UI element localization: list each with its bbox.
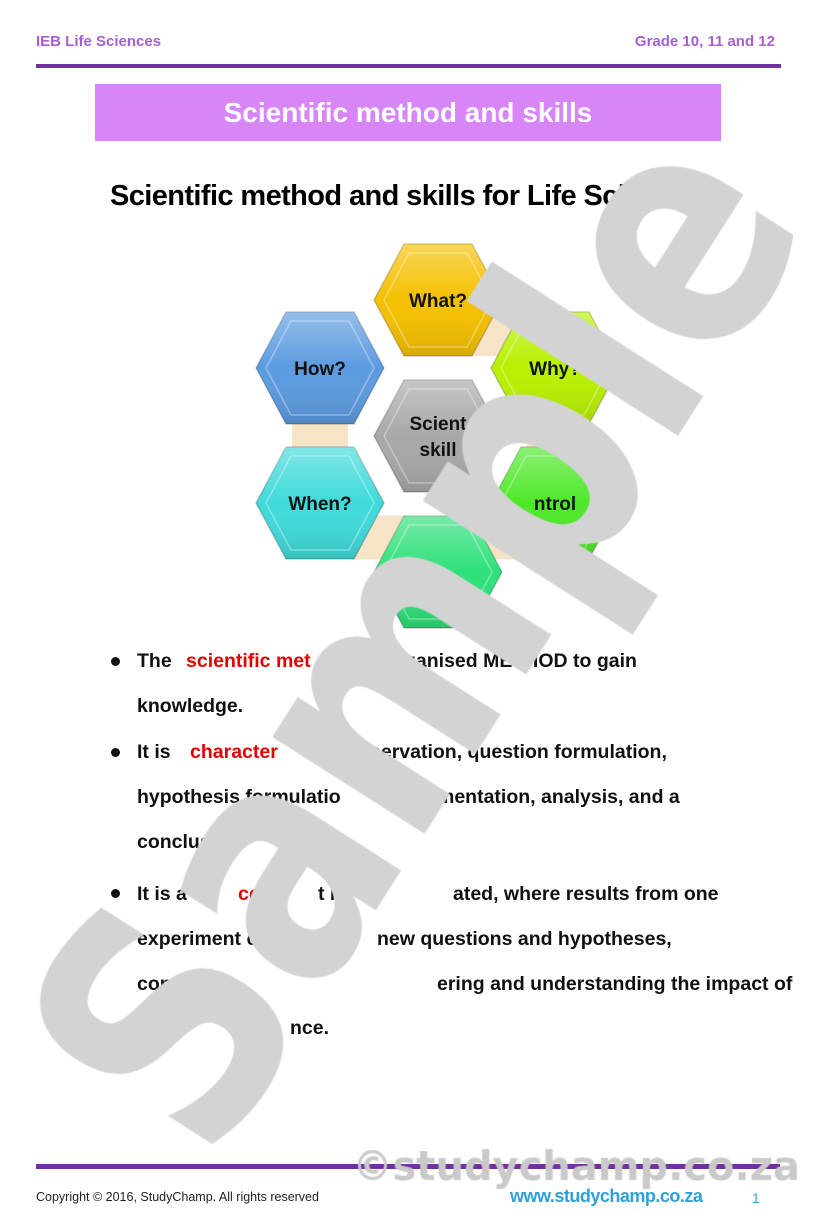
- bullet-text: The: [137, 650, 172, 672]
- highlighted-term: scientific met: [186, 650, 311, 672]
- bullet-icon: [111, 748, 120, 757]
- hexagon-label: How?: [294, 359, 346, 380]
- bullet-text: new questions and hypotheses,: [377, 928, 672, 950]
- bullet-text: ated, where results from one: [453, 883, 719, 905]
- bullet-text: conti: [137, 973, 184, 995]
- bullet-text: servation, question formulation,: [370, 741, 667, 763]
- bullet-text: nce.: [290, 1017, 330, 1039]
- hexagon-shape: [374, 380, 502, 492]
- bullet-text: experiment c: [137, 928, 258, 950]
- hexagon-label: skill: [420, 440, 457, 461]
- bullet-icon: [111, 889, 120, 898]
- hexagon-label: When?: [288, 494, 351, 515]
- bullet-text: mentation, analysis, and a: [437, 786, 680, 808]
- bullet-icon: [111, 657, 120, 666]
- website-link[interactable]: www.studychamp.co.za: [510, 1186, 703, 1206]
- hexagon-label: Scient: [409, 414, 467, 435]
- bullet-text: ering and understanding the impact of: [437, 973, 793, 995]
- bullet-text: conclus: [137, 831, 211, 853]
- highlighted-term: cess: [238, 883, 282, 905]
- bullet-text: It is a: [137, 883, 187, 905]
- hexagon-label: ntrol: [534, 494, 576, 515]
- bullet-text: hypothesis formulatio: [137, 786, 341, 808]
- highlighted-term: character: [190, 741, 278, 763]
- page-number: 1: [752, 1190, 760, 1206]
- bullet-text: knowledge.: [137, 695, 244, 717]
- bullet-text: t is: [318, 883, 347, 905]
- footer-rule: [36, 1164, 780, 1169]
- hexagon-how: How?: [255, 311, 385, 425]
- hexagon-center: Scient skill: [373, 379, 503, 493]
- hexagon-label: Why?: [529, 359, 581, 380]
- bullet-text: ganised METHOD to gain: [404, 650, 637, 672]
- hexagon-label: What?: [409, 291, 467, 312]
- bullet-text: It is: [137, 741, 171, 763]
- copyright-text: Copyright © 2016, StudyChamp. All rights…: [36, 1190, 319, 1204]
